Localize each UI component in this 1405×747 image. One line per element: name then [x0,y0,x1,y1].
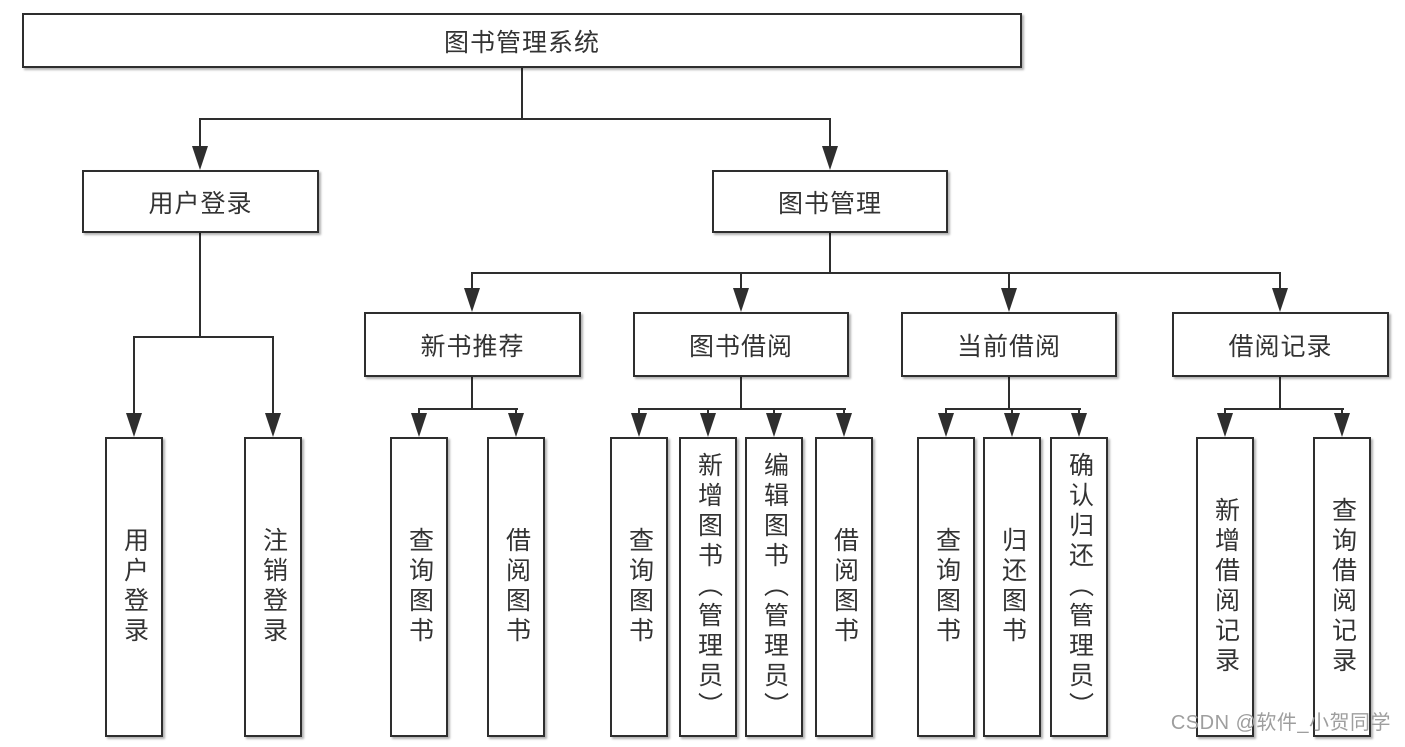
leaf-nbr-query-book: 查询图书 [390,437,448,737]
connector-line [1279,375,1281,410]
connector-line [199,118,201,150]
node-user-login: 用户登录 [82,170,319,233]
leaf-br-add-record-label: 新增借阅记录 [1211,497,1240,677]
leaf-user-login: 用户登录 [105,437,163,737]
leaf-user-login-label: 用户登录 [120,527,149,647]
connector-line [521,68,523,120]
connector-line [199,233,201,338]
leaf-logout-label: 注销登录 [259,527,288,647]
connector-arrowhead [265,413,281,437]
connector-line [1341,408,1343,416]
connector-line [1224,408,1344,410]
leaf-nbr-borrow-book: 借阅图书 [487,437,545,737]
leaf-logout: 注销登录 [244,437,302,737]
connector-arrowhead [1071,413,1087,437]
connector-line [1008,272,1010,292]
connector-arrowhead [836,413,852,437]
leaf-bb-query-book-label: 查询图书 [625,527,654,647]
connector-line [945,408,1081,410]
connector-line [133,336,274,338]
leaf-bb-query-book: 查询图书 [610,437,668,737]
leaf-cb-confirm-return-admin-label: 确认归还（管理员） [1065,452,1094,722]
connector-line [1008,375,1010,410]
connector-arrowhead [766,413,782,437]
connector-arrowhead [1334,413,1350,437]
connector-line [740,375,742,410]
node-new-book-recommend-label: 新书推荐 [420,332,525,361]
connector-arrowhead [508,413,524,437]
connector-line [1011,408,1013,416]
connector-arrowhead [733,288,749,312]
node-book-borrow-label: 图书借阅 [688,332,793,361]
leaf-cb-return-book: 归还图书 [983,437,1041,737]
connector-arrowhead [700,413,716,437]
leaf-bb-edit-book-admin: 编辑图书（管理员） [745,437,803,737]
connector-line [471,375,473,410]
connector-arrowhead [126,413,142,437]
leaf-bb-edit-book-admin-label: 编辑图书（管理员） [760,452,789,722]
connector-arrowhead [192,146,208,170]
node-book-borrow: 图书借阅 [633,312,849,377]
connector-line [843,408,845,416]
connector-line [418,408,420,416]
connector-arrowhead [1272,288,1288,312]
leaf-cb-query-book: 查询图书 [917,437,975,737]
connector-line [515,408,517,416]
leaf-br-add-record: 新增借阅记录 [1196,437,1254,737]
connector-line [1078,408,1080,416]
leaf-nbr-query-book-label: 查询图书 [405,527,434,647]
connector-line [471,272,473,292]
connector-arrowhead [411,413,427,437]
leaf-cb-confirm-return-admin: 确认归还（管理员） [1050,437,1108,737]
connector-line [829,233,831,274]
leaf-bb-borrow-book: 借阅图书 [815,437,873,737]
leaf-bb-add-book-admin: 新增图书（管理员） [679,437,737,737]
connector-arrowhead [1004,413,1020,437]
leaf-nbr-borrow-book-label: 借阅图书 [502,527,531,647]
connector-arrowhead [464,288,480,312]
connector-line [1279,272,1281,292]
leaf-cb-query-book-label: 查询图书 [932,527,961,647]
connector-line [418,408,518,410]
node-borrow-record-label: 借阅记录 [1228,332,1333,361]
connector-line [638,408,640,416]
connector-line [829,118,831,150]
watermark: CSDN @软件_小贺同学 [1170,712,1391,734]
node-current-borrow-label: 当前借阅 [956,332,1061,361]
connector-line [740,272,742,292]
connector-line [638,408,846,410]
connector-arrowhead [938,413,954,437]
connector-line [199,118,831,120]
leaf-br-query-record-label: 查询借阅记录 [1328,497,1357,677]
node-book-management-label: 图书管理 [777,189,882,218]
connector-line [773,408,775,416]
connector-arrowhead [822,146,838,170]
connector-arrowhead [1001,288,1017,312]
node-book-management: 图书管理 [712,170,948,233]
connector-arrowhead [1217,413,1233,437]
connector-line [1224,408,1226,416]
node-current-borrow: 当前借阅 [901,312,1117,377]
connector-arrowhead [631,413,647,437]
node-root-label: 图书管理系统 [443,28,600,57]
leaf-bb-add-book-admin-label: 新增图书（管理员） [694,452,723,722]
leaf-br-query-record: 查询借阅记录 [1313,437,1371,737]
node-user-login-label: 用户登录 [148,189,253,218]
connector-line [707,408,709,416]
connector-line [272,336,274,415]
connector-line [133,336,135,415]
node-root: 图书管理系统 [22,13,1022,68]
connector-line [945,408,947,416]
connector-line [471,272,1281,274]
node-borrow-record: 借阅记录 [1172,312,1389,377]
node-new-book-recommend: 新书推荐 [364,312,581,377]
leaf-bb-borrow-book-label: 借阅图书 [830,527,859,647]
leaf-cb-return-book-label: 归还图书 [998,527,1027,647]
